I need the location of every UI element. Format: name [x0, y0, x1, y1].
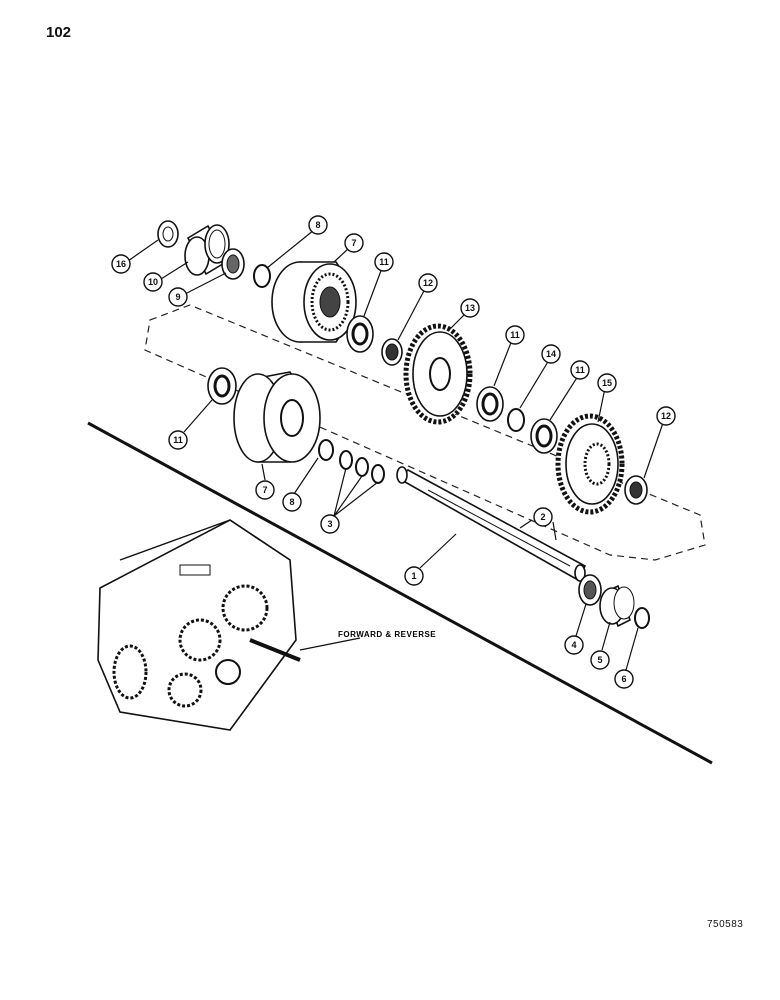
part-11-bearing-c: [530, 418, 558, 454]
svg-text:11: 11: [173, 435, 183, 445]
callout-4: 4: [564, 635, 584, 655]
svg-text:5: 5: [597, 655, 602, 665]
callout-7-lower: 7: [255, 480, 275, 500]
svg-text:14: 14: [546, 349, 556, 359]
callout-12-b: 12: [656, 406, 676, 426]
callout-5: 5: [590, 650, 610, 670]
separator-line: [87, 421, 713, 765]
part-12-bushing-b: [624, 475, 648, 505]
svg-text:8: 8: [315, 220, 320, 230]
part-9-bearing-cone: [221, 248, 245, 280]
part-8-snap-ring: [253, 264, 271, 288]
part-1-shaft: [396, 466, 587, 582]
part-13-gear: [403, 323, 473, 425]
callout-10: 10: [143, 272, 163, 292]
page-number: 102: [46, 24, 72, 41]
part-12-bushing-a: [381, 338, 403, 366]
part-10-bearing-cup: [184, 224, 230, 276]
svg-text:7: 7: [351, 238, 356, 248]
callout-11-c: 11: [570, 360, 590, 380]
part-8-ring: [318, 439, 334, 461]
part-15-gear: [555, 413, 625, 515]
callout-15: 15: [597, 373, 617, 393]
part-11-bearing-a: [346, 315, 374, 353]
part-6-washer: [634, 607, 650, 629]
svg-text:12: 12: [661, 411, 671, 421]
callout-2: 2: [533, 507, 553, 527]
svg-text:4: 4: [571, 640, 576, 650]
callout-7-upper: 7: [344, 233, 364, 253]
assembly-label: FORWARD & REVERSE: [338, 630, 436, 639]
part-11-bearing-b: [476, 386, 504, 422]
svg-text:11: 11: [379, 257, 389, 267]
callout-11-b: 11: [505, 325, 525, 345]
callout-13: 13: [460, 298, 480, 318]
callout-1: 1: [404, 566, 424, 586]
svg-text:11: 11: [575, 365, 585, 375]
part-16-washer: [157, 220, 179, 248]
callout-11-d: 11: [168, 430, 188, 450]
part-7-clutch-drum-lower: [233, 371, 321, 463]
part-5-bearing-cup: [599, 584, 635, 628]
part-4-bearing-cone: [578, 574, 602, 606]
svg-text:3: 3: [327, 519, 332, 529]
svg-text:8: 8: [289, 497, 294, 507]
part-3-rings: [339, 450, 385, 484]
svg-text:6: 6: [621, 674, 626, 684]
callout-3: 3: [320, 514, 340, 534]
callout-6: 6: [614, 669, 634, 689]
callout-14: 14: [541, 344, 561, 364]
callout-8-lower: 8: [282, 492, 302, 512]
callout-16: 16: [111, 254, 131, 274]
part-11-bearing-d: [207, 367, 237, 405]
svg-text:10: 10: [148, 277, 158, 287]
svg-text:1: 1: [411, 571, 416, 581]
part-7-clutch-drum-upper: [271, 261, 357, 343]
svg-text:13: 13: [465, 303, 475, 313]
svg-text:2: 2: [540, 512, 545, 522]
svg-text:12: 12: [423, 278, 433, 288]
assembly-leader: [299, 637, 361, 651]
part-14-washer: [507, 408, 525, 432]
transmission-housing: [97, 519, 301, 731]
callout-9: 9: [168, 287, 188, 307]
svg-text:9: 9: [175, 292, 180, 302]
svg-text:7: 7: [262, 485, 267, 495]
callout-11-a: 11: [374, 252, 394, 272]
figure-code: 750583: [707, 919, 744, 930]
callout-12-a: 12: [418, 273, 438, 293]
svg-text:16: 16: [116, 259, 126, 269]
callout-8-upper: 8: [308, 215, 328, 235]
callout-leaders: [127, 229, 665, 671]
svg-text:15: 15: [602, 378, 612, 388]
svg-text:11: 11: [510, 330, 520, 340]
